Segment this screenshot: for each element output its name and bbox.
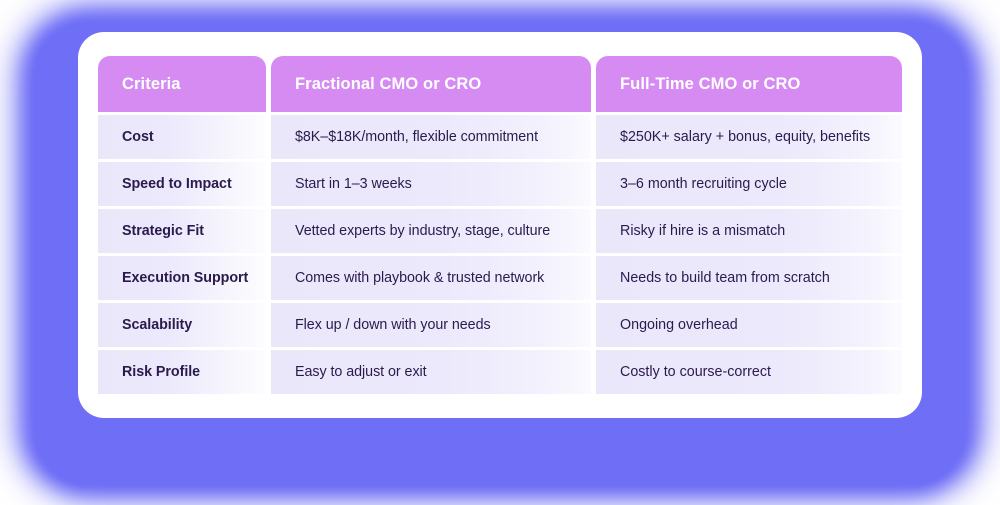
- table-row: Execution Support: [98, 256, 266, 300]
- table-cell: Risky if hire is a mismatch: [596, 209, 902, 253]
- table-cell: Vetted experts by industry, stage, cultu…: [271, 209, 591, 253]
- table-body: Cost Speed to Impact Strategic Fit Execu…: [98, 115, 902, 394]
- table-cell: Easy to adjust or exit: [271, 350, 591, 394]
- table-row: Scalability: [98, 303, 266, 347]
- column-body-fulltime: $250K+ salary + bonus, equity, benefits …: [596, 115, 902, 394]
- table-cell: $8K–$18K/month, flexible commitment: [271, 115, 591, 159]
- column-header-fulltime: Full-Time CMO or CRO: [596, 56, 902, 112]
- column-header-fractional: Fractional CMO or CRO: [271, 56, 591, 112]
- table-cell: Flex up / down with your needs: [271, 303, 591, 347]
- table-row: Strategic Fit: [98, 209, 266, 253]
- table-cell: 3–6 month recruiting cycle: [596, 162, 902, 206]
- table-header-row: Criteria Fractional CMO or CRO Full-Time…: [98, 56, 902, 112]
- table-cell: Start in 1–3 weeks: [271, 162, 591, 206]
- comparison-table: Criteria Fractional CMO or CRO Full-Time…: [98, 56, 902, 396]
- column-body-fractional: $8K–$18K/month, flexible commitment Star…: [271, 115, 591, 394]
- table-cell: $250K+ salary + bonus, equity, benefits: [596, 115, 902, 159]
- table-row: Cost: [98, 115, 266, 159]
- column-header-criteria: Criteria: [98, 56, 266, 112]
- comparison-card: Criteria Fractional CMO or CRO Full-Time…: [78, 32, 922, 418]
- table-row: Speed to Impact: [98, 162, 266, 206]
- table-cell: Comes with playbook & trusted network: [271, 256, 591, 300]
- column-body-criteria: Cost Speed to Impact Strategic Fit Execu…: [98, 115, 266, 394]
- table-cell: Costly to course-correct: [596, 350, 902, 394]
- table-row: Risk Profile: [98, 350, 266, 394]
- table-cell: Ongoing overhead: [596, 303, 902, 347]
- table-cell: Needs to build team from scratch: [596, 256, 902, 300]
